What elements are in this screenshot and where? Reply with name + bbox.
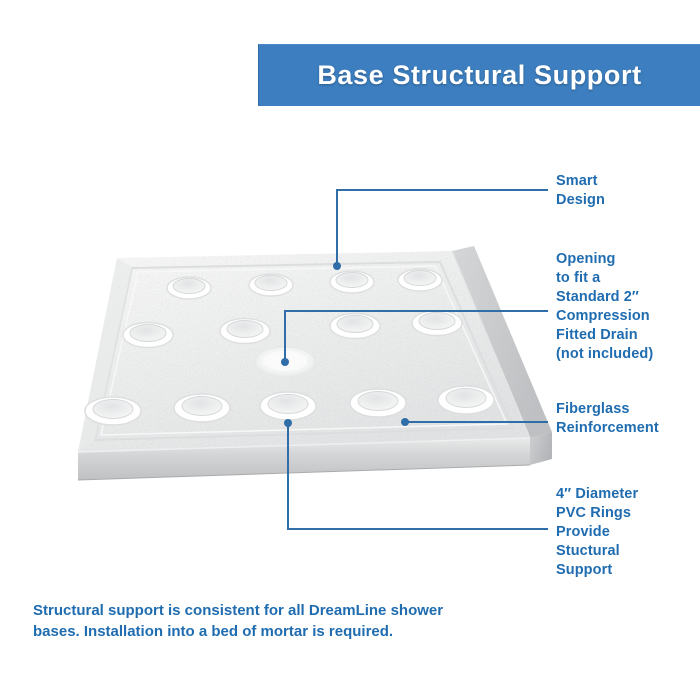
bottom-caption: Structural support is consistent for all… — [33, 602, 444, 640]
pvc-ring — [259, 391, 317, 421]
page-title: Base Structural Support — [317, 60, 642, 90]
pvc-ring — [166, 276, 212, 300]
pvc-ring — [437, 385, 495, 415]
pvc-ring — [397, 268, 443, 292]
pvc-ring — [411, 309, 463, 337]
pvc-ring — [329, 270, 375, 294]
pvc-ring — [122, 321, 174, 349]
pvc-ring — [219, 317, 271, 345]
annotation-fiberglass-reinforcement: Fiberglass Reinforcement — [556, 401, 659, 436]
annotation-opening-drain: Opening to fit a Standard 2″ Compression… — [556, 251, 654, 362]
pvc-ring — [349, 388, 407, 418]
drain-opening — [254, 346, 316, 378]
pvc-ring — [173, 393, 231, 423]
pvc-ring — [329, 312, 381, 340]
annotation-pvc-rings: 4″ Diameter PVC Rings Provide Stuctural … — [556, 486, 639, 578]
pvc-ring — [84, 396, 142, 426]
annotation-smart-design: Smart Design — [556, 173, 605, 208]
pvc-ring — [248, 273, 294, 297]
header-banner: Base Structural Support — [258, 44, 700, 106]
